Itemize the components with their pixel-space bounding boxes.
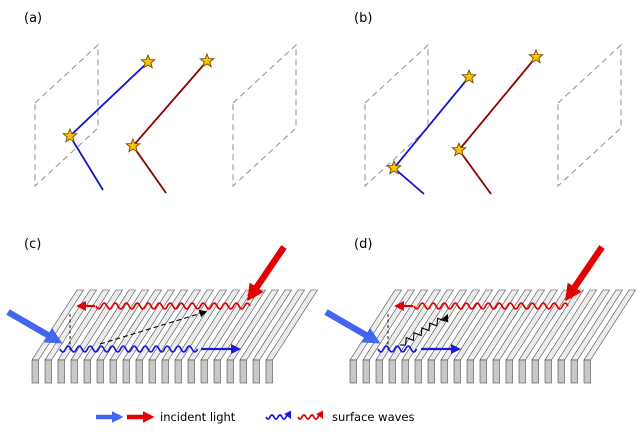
panel-c: (c) bbox=[6, 237, 319, 384]
grating-slat-front bbox=[83, 359, 91, 384]
star-icon bbox=[199, 53, 215, 68]
grating-slat-front bbox=[44, 359, 52, 384]
grating-slat-front bbox=[70, 359, 78, 384]
star-icon bbox=[528, 49, 544, 64]
dashed-plane-left bbox=[364, 43, 429, 188]
grating-slat-front bbox=[239, 359, 247, 384]
grating-slat-front bbox=[349, 359, 357, 384]
panel-b-label: (b) bbox=[354, 11, 372, 26]
dashed-plane-right bbox=[557, 43, 622, 188]
legend-incident-label: incident light bbox=[160, 410, 236, 424]
grating-slat-front bbox=[187, 359, 195, 384]
grating-slat-front bbox=[505, 359, 513, 384]
incident-blue-arrow bbox=[6, 309, 63, 344]
grating-slat-front bbox=[174, 359, 182, 384]
grating-slat-front bbox=[401, 359, 409, 384]
grating-slat-front bbox=[252, 359, 260, 384]
grating-slat-front bbox=[466, 359, 474, 384]
blue-wave-icon bbox=[265, 410, 292, 420]
panel-c-label: (c) bbox=[24, 237, 41, 252]
legend-surface-label: surface waves bbox=[332, 410, 414, 424]
grating-slat-front bbox=[362, 359, 370, 384]
grating-slat-front bbox=[518, 359, 526, 384]
dashed-plane-right bbox=[232, 43, 297, 188]
red-trajectory bbox=[131, 60, 208, 194]
grating-slat-front bbox=[427, 359, 435, 384]
grating-slat-front bbox=[414, 359, 422, 384]
grating-slat-front bbox=[135, 359, 143, 384]
red-surface-wave bbox=[413, 302, 569, 310]
incident-red-arrow bbox=[565, 245, 605, 302]
grating-slat-front bbox=[96, 359, 104, 384]
blue-trajectory bbox=[68, 61, 149, 191]
grating-slat-front bbox=[388, 359, 396, 384]
grating bbox=[31, 289, 319, 384]
grating-slat-front bbox=[161, 359, 169, 384]
grating bbox=[349, 289, 637, 384]
blue-surface-wave bbox=[377, 345, 418, 353]
grating-slat-front bbox=[31, 359, 39, 384]
grating-slat-front bbox=[557, 359, 565, 384]
panel-a-label: (a) bbox=[24, 11, 42, 26]
legend: incident light surface waves bbox=[96, 410, 414, 424]
panel-d-label: (d) bbox=[354, 237, 372, 252]
grating-slat-front bbox=[213, 359, 221, 384]
legend-item-incident: incident light bbox=[96, 410, 236, 424]
blue-trajectory bbox=[392, 76, 470, 195]
grating-slat-front bbox=[148, 359, 156, 384]
grating-slat-front bbox=[440, 359, 448, 384]
grating-slat-front bbox=[544, 359, 552, 384]
grating-slat-front bbox=[265, 359, 273, 384]
grating-slat-front bbox=[200, 359, 208, 384]
grating-slat-front bbox=[583, 359, 591, 384]
grating-slat-front bbox=[109, 359, 117, 384]
grating-slat-front bbox=[57, 359, 65, 384]
red-surface-wave bbox=[95, 302, 251, 310]
panel-d: (d) bbox=[324, 237, 637, 384]
panel-a: (a) bbox=[24, 11, 297, 194]
panel-b: (b) bbox=[354, 11, 622, 195]
grating-slat-front bbox=[226, 359, 234, 384]
grating-slat-front bbox=[375, 359, 383, 384]
legend-item-surface: surface waves bbox=[265, 410, 414, 424]
dashed-plane-left bbox=[34, 43, 99, 188]
incident-blue-arrow bbox=[324, 309, 381, 344]
red-wave-icon bbox=[297, 410, 324, 420]
momentum-transfer-dashed-arrow bbox=[99, 309, 208, 345]
blue-surface-wave bbox=[59, 345, 199, 353]
grating-slat-front bbox=[453, 359, 461, 384]
grating-slat-front bbox=[492, 359, 500, 384]
grating-slat-front bbox=[531, 359, 539, 384]
star-icon bbox=[461, 69, 477, 84]
zigzag-coupling-arrow bbox=[399, 313, 449, 346]
grating-slat-front bbox=[570, 359, 578, 384]
grating-slat-front bbox=[479, 359, 487, 384]
incident-red-arrow bbox=[247, 245, 287, 302]
grating-slat-front bbox=[122, 359, 130, 384]
